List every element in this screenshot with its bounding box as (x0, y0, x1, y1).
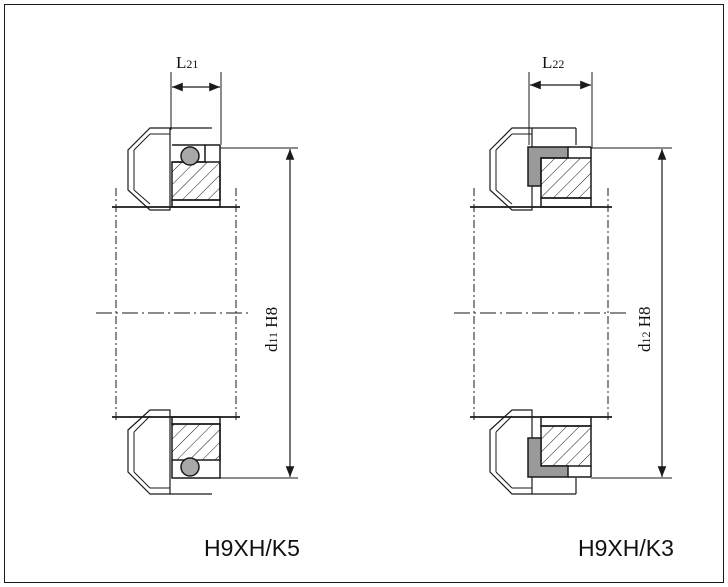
left-piston-rod (96, 188, 252, 420)
right-seal-ring-bottom (540, 425, 592, 467)
left-housing-top (127, 127, 212, 211)
right-seal-assembly (454, 72, 672, 495)
left-seal-ring-bottom (171, 423, 221, 461)
left-o-ring-top (180, 146, 200, 166)
left-seal-ring-top (171, 161, 221, 201)
left-diameter-label: d11 H8 (262, 307, 281, 352)
left-housing-bottom (127, 409, 212, 495)
right-width-label: L22 (542, 53, 564, 72)
drawing-frame (4, 4, 724, 583)
left-seal-assembly (96, 72, 298, 495)
right-caption: H9XH/K3 (578, 535, 674, 561)
right-housing-bottom (489, 409, 577, 495)
left-width-label: L21 (176, 53, 198, 72)
right-seal-lip-bottom (527, 437, 569, 478)
left-o-ring-bottom (180, 457, 200, 477)
right-diameter-label: d12 H8 (635, 306, 654, 352)
right-seal-ring-top (540, 157, 592, 199)
right-piston-rod (454, 188, 626, 420)
left-caption: H9XH/K5 (204, 535, 300, 561)
right-housing-top (489, 127, 577, 211)
